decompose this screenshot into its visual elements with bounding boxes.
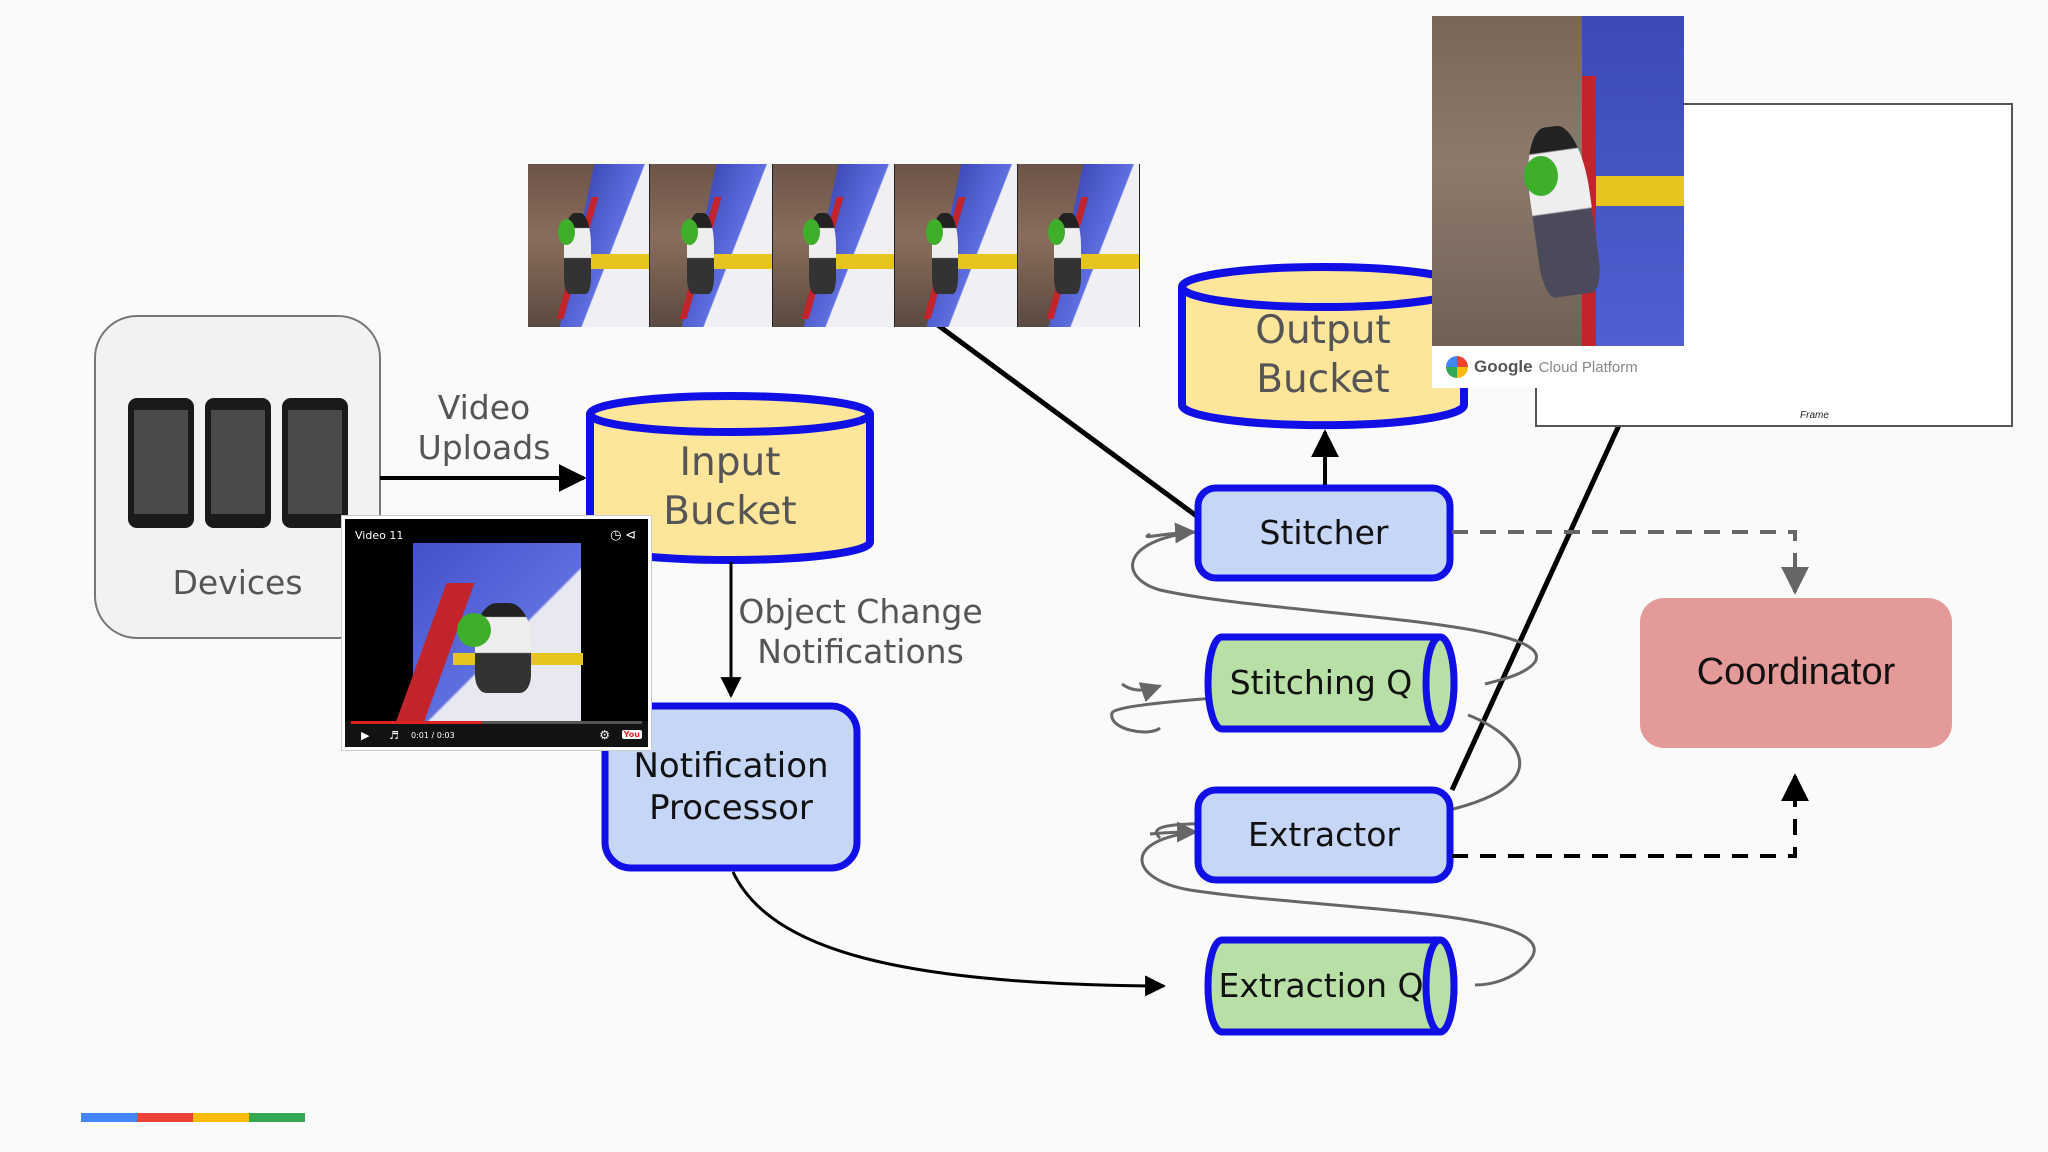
loop-curve-1 (1131, 530, 1539, 686)
color-bar-segment (249, 1113, 305, 1122)
devices-label: Devices (172, 563, 303, 602)
loop-curve-4 (1140, 830, 1536, 987)
loop-curve-3b (1145, 522, 1197, 544)
plot-pointer-line (1449, 410, 1628, 792)
gear-icon[interactable]: ⚙ (599, 728, 610, 742)
video-controls: ▶ ♬ 0:01 / 0:03 ⚙ You (345, 721, 648, 747)
stitcher-box (1194, 484, 1454, 582)
video-time: 0:01 / 0:03 (411, 731, 455, 740)
stitcher-label: Stitcher (1259, 513, 1389, 553)
loop-curve-4b (1149, 821, 1199, 843)
video-progress-bar[interactable] (351, 721, 642, 724)
stitcher-to-coordinator-dashed (1452, 530, 1809, 595)
plot-x-axis-label: Frame (1800, 410, 1829, 421)
loop-curve-2b (1121, 682, 1162, 703)
phone-icons (128, 398, 348, 528)
video-title: Video 11 (355, 529, 404, 542)
gcp-logo-icon (1446, 356, 1468, 378)
input-bucket-label: Input Bucket (663, 440, 797, 534)
object-change-label: Object Change Notifications (738, 592, 983, 671)
stitching-q-label: Stitching Q (1229, 663, 1413, 703)
extraction-q (1204, 936, 1458, 1036)
strip-frame (1017, 164, 1140, 327)
play-icon[interactable]: ▶ (361, 729, 370, 742)
coordinator-box (1640, 598, 1952, 748)
strip-frame (650, 164, 773, 327)
coordinator-label: Coordinator (1696, 651, 1896, 694)
clock-share-icons[interactable]: ◷ ⊲ (610, 527, 636, 542)
cloud-platform-text: Cloud Platform (1538, 358, 1638, 376)
video-uploads-label: Video Uploads (417, 388, 551, 467)
color-bar-segment (193, 1113, 249, 1122)
notification-processor-box (601, 702, 861, 872)
gcp-photo: Google Cloud Platform (1432, 16, 1684, 388)
strip-frame (772, 164, 896, 327)
video-player[interactable]: Video 11 ◷ ⊲ ▶ ♬ 0:01 / 0:03 ⚙ You (342, 516, 651, 750)
gcp-brand: Google Cloud Platform (1432, 346, 1684, 388)
input-bucket (586, 392, 874, 564)
google-wordmark: Google (1474, 357, 1533, 376)
extractor-box (1194, 786, 1454, 884)
strip-pointer-line (933, 320, 1204, 523)
extractor-label: Extractor (1248, 815, 1400, 855)
youtube-logo[interactable]: You (621, 730, 642, 739)
google-color-bar (81, 1113, 305, 1122)
to-extraction-q-arrow (731, 871, 1167, 997)
color-bar-segment (81, 1113, 137, 1122)
color-bar-segment (137, 1113, 193, 1122)
panorama-photo-strip (528, 164, 1140, 327)
strip-frame (528, 164, 651, 327)
extraction-q-label: Extraction Q (1218, 966, 1424, 1006)
extractor-to-coordinator-dashed (1452, 773, 1809, 858)
stitching-q (1204, 633, 1458, 733)
output-bucket-label: Output Bucket (1255, 308, 1391, 402)
video-frame (395, 543, 583, 723)
notification-processor-label: Notification Processor (633, 745, 829, 829)
strip-frame (895, 164, 1018, 327)
volume-icon[interactable]: ♬ (389, 729, 399, 742)
